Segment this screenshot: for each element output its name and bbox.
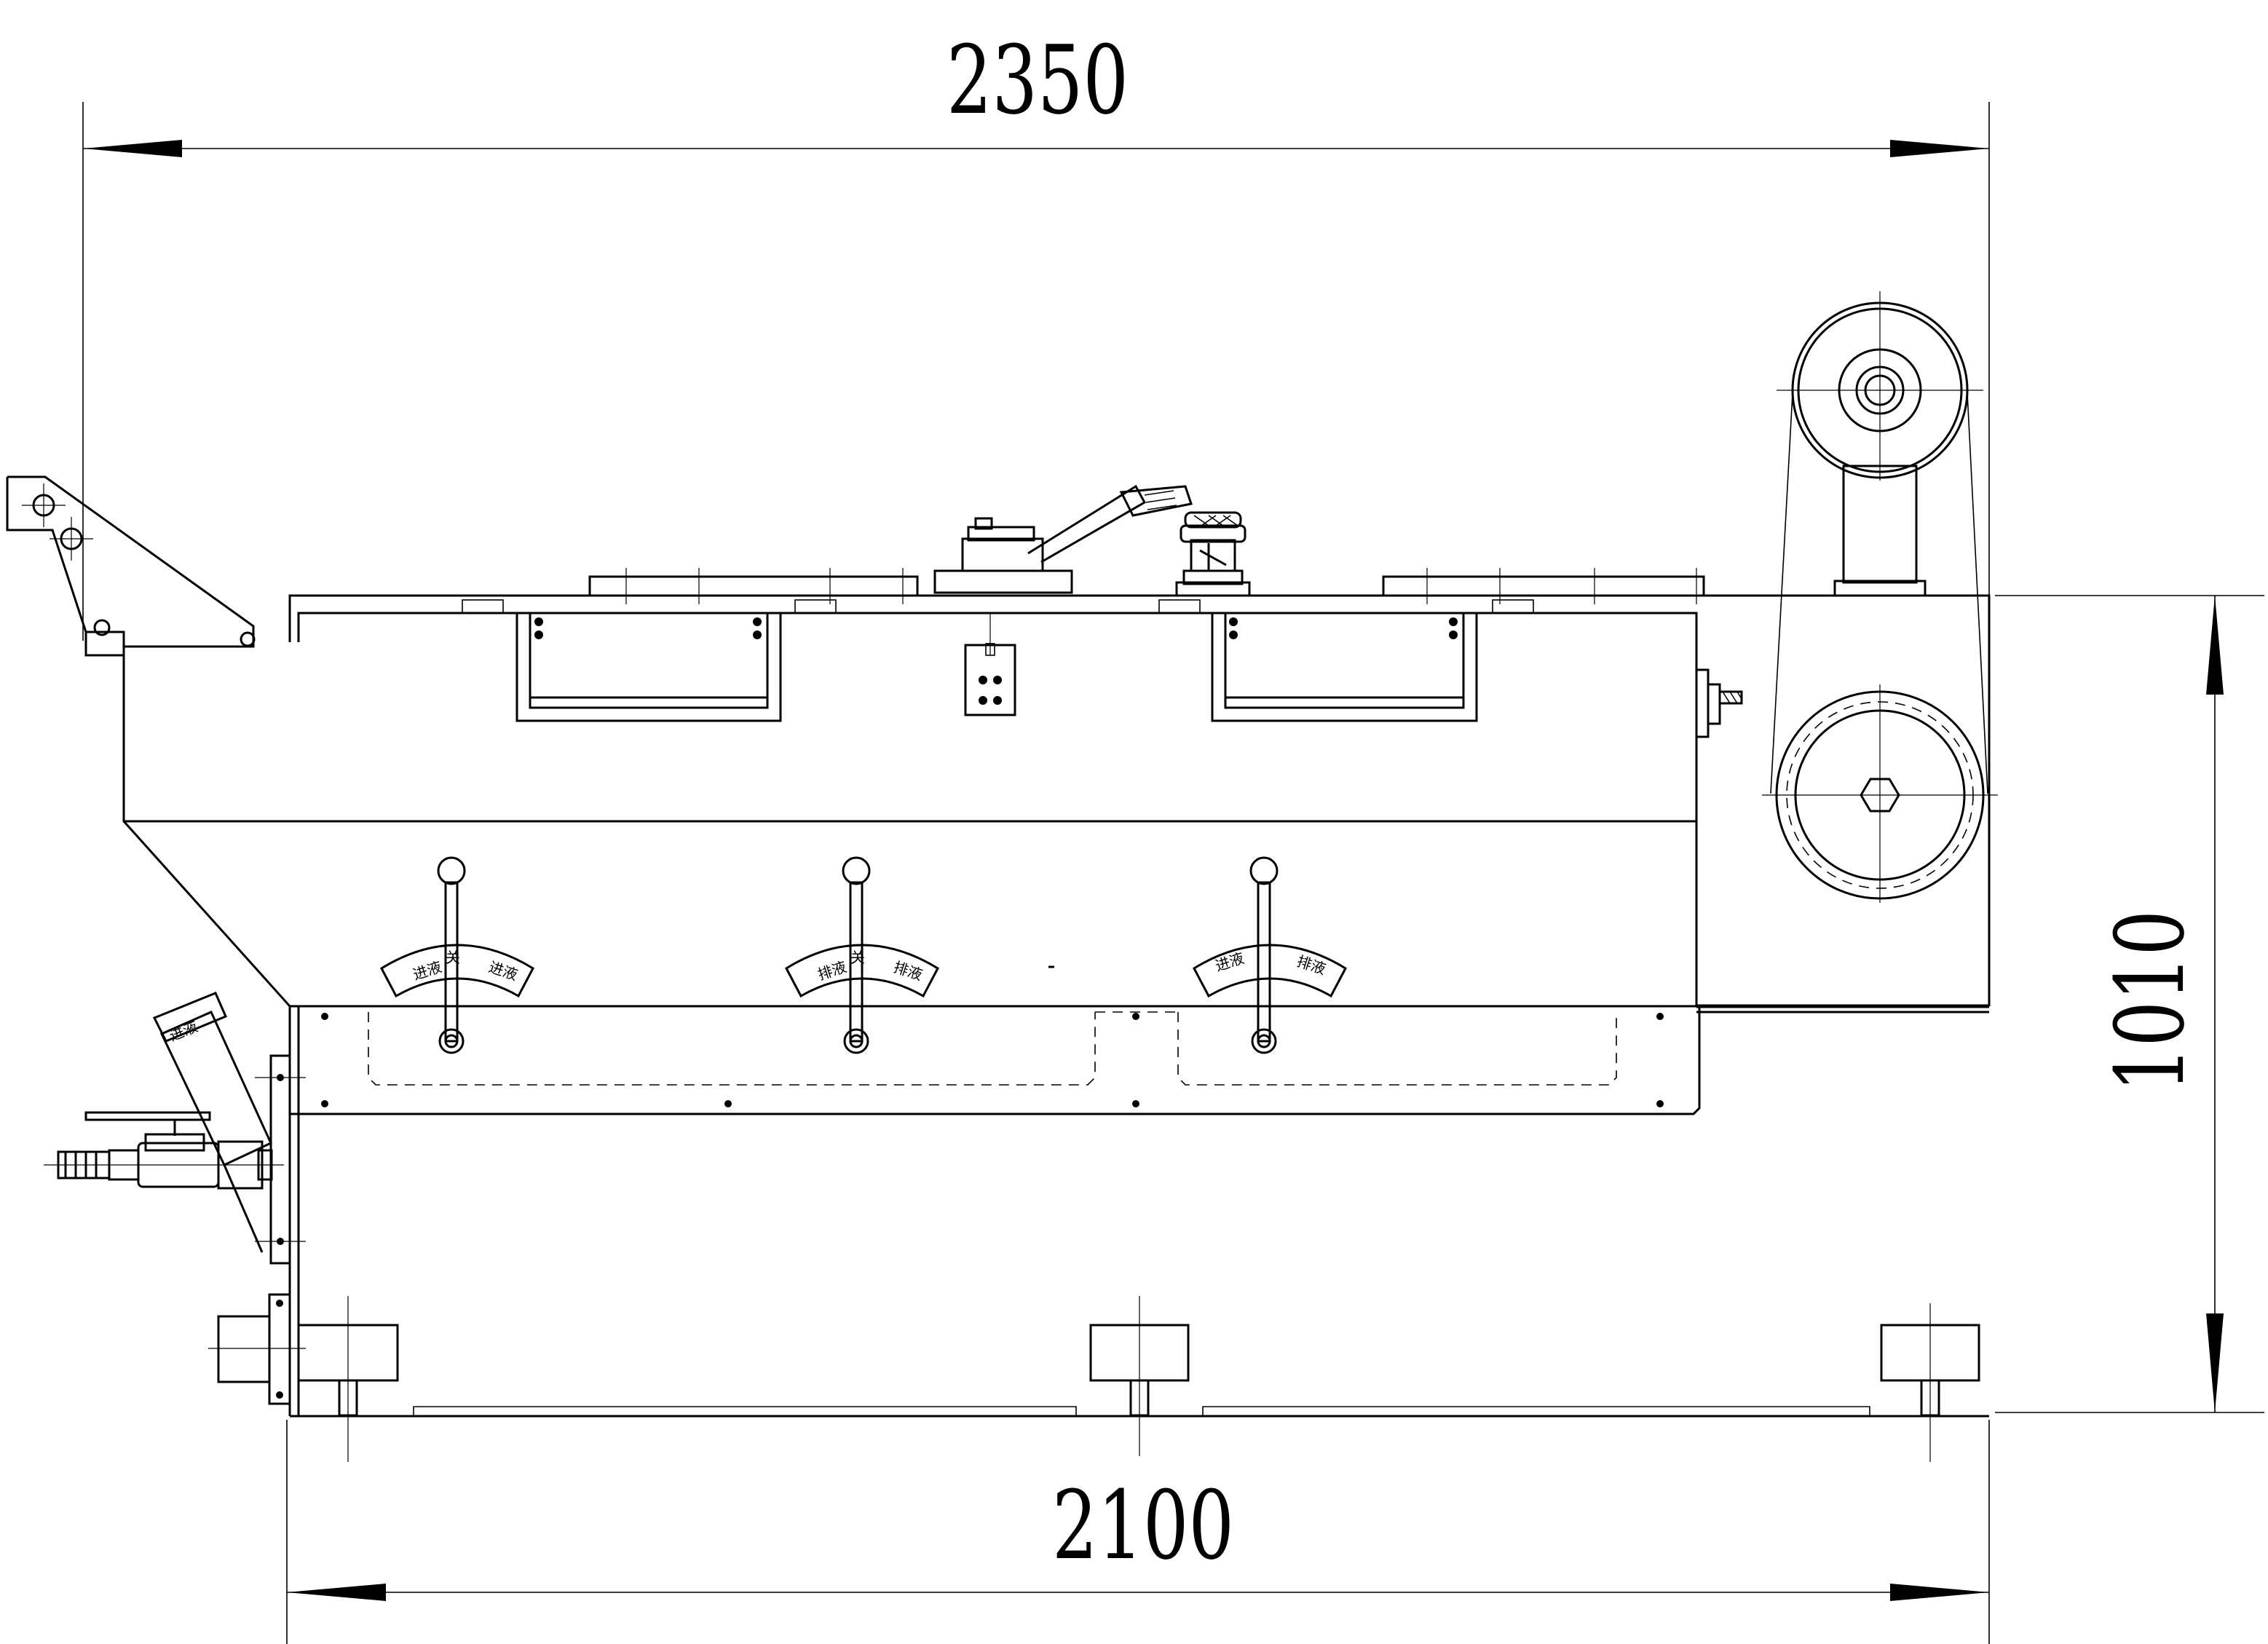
valve-2[interactable]: 排液 关 排液 [785, 856, 939, 1054]
inlet-pipe: 进液 [152, 992, 272, 1253]
valve-1[interactable]: 进液 关 进液 [380, 856, 534, 1054]
latch-plate [964, 613, 1016, 716]
valve-2-label-middle: 关 [850, 949, 865, 966]
lower-pulley [1762, 684, 1998, 903]
breather-cap [1175, 511, 1251, 597]
inlet-pipe-label: 进液 [167, 1017, 200, 1044]
valve-3[interactable]: 进液 排液 [1193, 856, 1347, 1054]
drain-ball-valve[interactable] [44, 1111, 284, 1190]
foot-left [297, 1296, 399, 1462]
hinge-bracket [6, 475, 256, 657]
dimension-label-2100: 2100 [1052, 1470, 1234, 1581]
valve-2-label-right: 排液 [891, 958, 924, 984]
dimension-overall-width: 2350 [82, 25, 1990, 641]
lid-handle-left [515, 613, 782, 722]
upper-pulley [1777, 291, 1983, 597]
tank-body [122, 642, 1989, 1418]
outlet-block [208, 1293, 306, 1405]
valve-1-label-right: 进液 [486, 958, 519, 984]
valve-1-label-middle: 关 [446, 949, 460, 966]
top-lid [288, 568, 1991, 1006]
dimension-label-1010: 1010 [2095, 910, 2205, 1092]
lever-clamp [933, 484, 1193, 594]
foot-middle [1089, 1296, 1190, 1456]
belt-tensioner [1695, 668, 1743, 738]
dimension-label-2350: 2350 [947, 25, 1129, 135]
lid-handle-right [1211, 613, 1478, 722]
dimension-base-width: 2100 [286, 1420, 1990, 1644]
drive-belt [1770, 392, 1988, 794]
foot-right [1880, 1303, 1980, 1462]
dimension-overall-height: 1010 [1995, 595, 2264, 1413]
valve-3-label-left: 进液 [1213, 949, 1246, 975]
